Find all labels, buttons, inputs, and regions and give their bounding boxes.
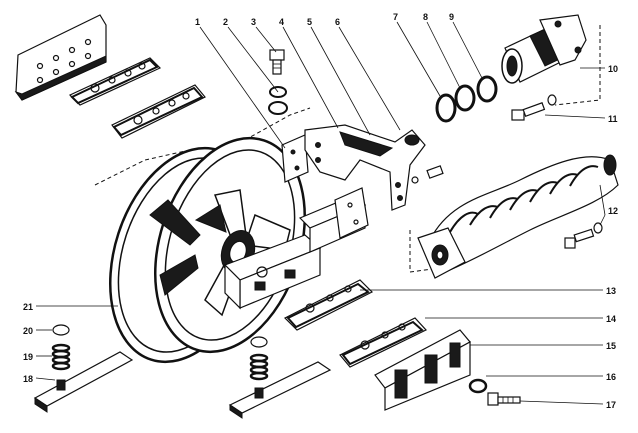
guide-line-right — [554, 25, 601, 106]
callout-12: 12 — [608, 206, 618, 216]
callout-2: 2 — [223, 17, 228, 27]
bolt-3 — [269, 49, 285, 75]
callout-11: 11 — [608, 114, 618, 124]
bolt-6 — [411, 165, 444, 184]
callout-14: 14 — [606, 314, 616, 324]
spring-middle — [249, 353, 269, 381]
washer-16 — [468, 378, 488, 394]
callout-16: 16 — [606, 372, 616, 382]
cylinder-housing — [501, 14, 587, 84]
washer-8 — [454, 84, 476, 112]
small-plate — [281, 134, 309, 183]
callout-labels: 1 2 3 4 5 6 7 8 9 10 11 12 13 14 15 16 1… — [23, 12, 618, 410]
callout-8: 8 — [423, 12, 428, 22]
guide-line-left — [94, 149, 191, 186]
bolt-12 — [564, 222, 603, 249]
callout-10: 10 — [608, 64, 618, 74]
shim-plate-14 — [339, 317, 427, 368]
bolt-17 — [487, 392, 521, 406]
base-plate-18 — [33, 351, 134, 413]
gasket-plate-lower — [111, 84, 206, 139]
callout-21: 21 — [23, 302, 33, 312]
callout-13: 13 — [606, 286, 616, 296]
recoil-spring-cylinder — [417, 154, 619, 279]
callout-9: 9 — [449, 12, 454, 22]
bearing-block-front — [223, 234, 322, 310]
spring-19 — [51, 343, 71, 371]
callout-5: 5 — [307, 17, 312, 27]
callout-20: 20 — [23, 326, 33, 336]
washer-2a — [269, 86, 287, 98]
axle-cap-plate — [334, 187, 369, 239]
washer-9 — [476, 75, 498, 103]
callout-3: 3 — [251, 17, 256, 27]
washer-2b — [268, 101, 288, 115]
callout-4: 4 — [279, 17, 284, 27]
base-plate-middle — [228, 361, 332, 419]
pin-18 — [56, 379, 66, 391]
leader-lines — [35, 21, 606, 405]
bolt-11 — [511, 94, 557, 121]
callout-7: 7 — [393, 12, 398, 22]
shim-plate-13 — [283, 279, 374, 331]
callout-19: 19 — [23, 352, 33, 362]
callout-18: 18 — [23, 374, 33, 384]
callout-17: 17 — [606, 400, 616, 410]
washer-7 — [435, 93, 457, 123]
guide-plate-15 — [374, 329, 471, 411]
mounting-plate — [14, 14, 107, 101]
gasket-plate-upper — [68, 57, 162, 106]
bracket-arm — [304, 124, 426, 211]
callout-1: 1 — [195, 17, 200, 27]
callout-15: 15 — [606, 341, 616, 351]
callout-6: 6 — [335, 17, 340, 27]
cap-20 — [52, 324, 70, 336]
